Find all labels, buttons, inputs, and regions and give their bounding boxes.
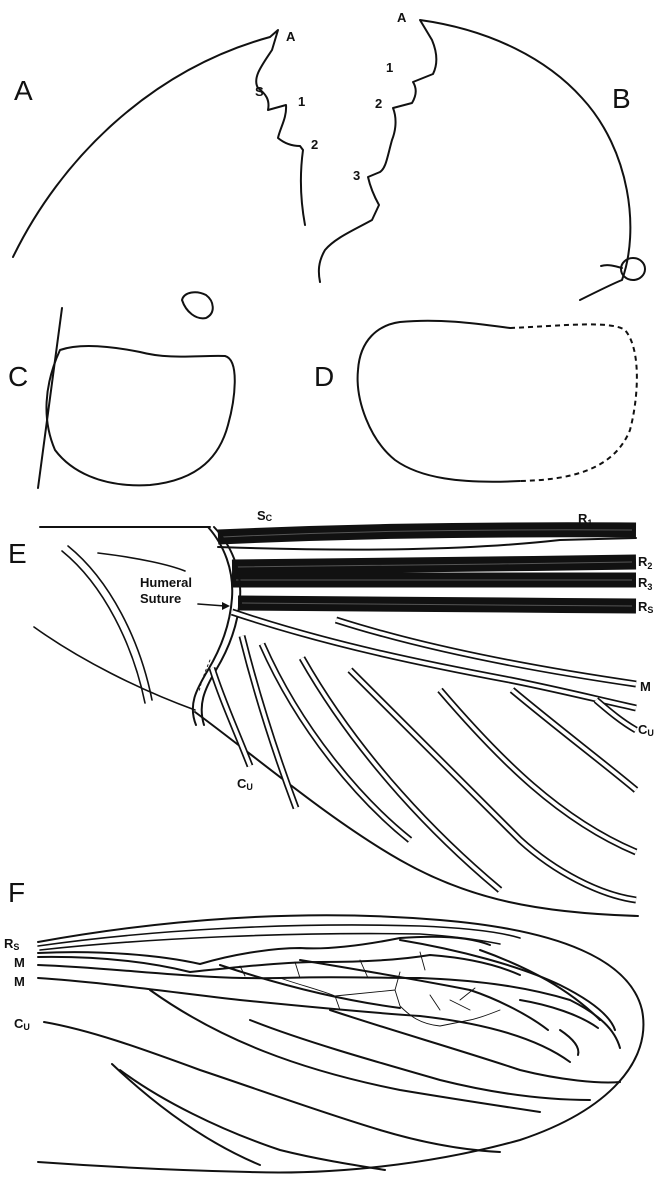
panel-e-label-cu-bottom: CU — [237, 776, 253, 792]
panel-c-body-line — [38, 308, 62, 488]
panel-f-label-m1: M — [14, 955, 25, 970]
panel-d-label: D — [314, 361, 334, 392]
panel-f-reticulation — [280, 972, 500, 1026]
panel-e-drawing — [34, 527, 638, 916]
panel-b-point-1: 1 — [386, 60, 393, 75]
panel-e-lower-margin — [34, 627, 195, 710]
panel-b-point-3: 3 — [353, 168, 360, 183]
panel-e-humeral-label-line2: Suture — [140, 591, 181, 606]
panel-e-small-vein — [98, 553, 185, 571]
panel-b-point-2: 2 — [375, 96, 382, 111]
panel-a-point-s: S — [255, 84, 264, 99]
panel-c-label: C — [8, 361, 28, 392]
panel-c-small-sclerite — [182, 292, 213, 318]
panel-a-drawing — [13, 30, 305, 257]
panel-b-point-a: A — [397, 10, 407, 25]
panel-d-coxa-outline — [358, 321, 520, 482]
panel-e-label-m: M — [640, 679, 651, 694]
panel-e-cu-branch-3 — [262, 644, 410, 840]
panel-b-drawing — [319, 20, 645, 300]
panel-f-label: F — [8, 877, 25, 908]
panel-a-point-a: A — [286, 29, 296, 44]
panel-e-label-r2: R2 — [638, 554, 652, 571]
panel-e-humeral-suture-outer — [193, 527, 232, 725]
panel-e-humeral-arrow — [198, 604, 225, 606]
panel-c-drawing — [38, 292, 235, 488]
panel-e-label-cu-right: CU — [638, 722, 654, 738]
panel-e-label-rs: RS — [638, 599, 653, 615]
panel-b-label: B — [612, 83, 631, 114]
panel-d-drawing — [358, 321, 637, 482]
panel-f-drawing — [38, 915, 643, 1172]
panel-b-eye-stalk — [601, 265, 622, 268]
panel-f-lower-vein-1 — [150, 990, 540, 1112]
panel-e-humeral-label-line1: Humeral — [140, 575, 192, 590]
panel-b-head-outline — [319, 20, 631, 300]
panel-f-label-cu: CU — [14, 1016, 30, 1032]
panel-f-m-vein-1 — [38, 965, 620, 1048]
panel-a-head-outline — [13, 30, 305, 257]
panel-a-point-2: 2 — [311, 137, 318, 152]
panel-a-label: A — [14, 75, 33, 106]
panel-f-label-m2: M — [14, 974, 25, 989]
panel-e-label-r1: R1 — [578, 511, 592, 528]
panel-c-coxa-outline — [46, 346, 234, 485]
panel-f-m-vein-2 — [38, 978, 570, 1062]
panel-e-label: E — [8, 538, 27, 569]
panel-e-cu-branch-4 — [302, 658, 500, 890]
panel-a-point-1: 1 — [298, 94, 305, 109]
panel-f-label-rs: RS — [4, 936, 19, 952]
panel-d-dashed-edge — [510, 324, 637, 481]
panel-e-label-sc: SC — [257, 508, 273, 523]
panel-e-label-r3: R3 — [638, 575, 652, 592]
panel-f-lower-vein-2 — [250, 1020, 590, 1100]
